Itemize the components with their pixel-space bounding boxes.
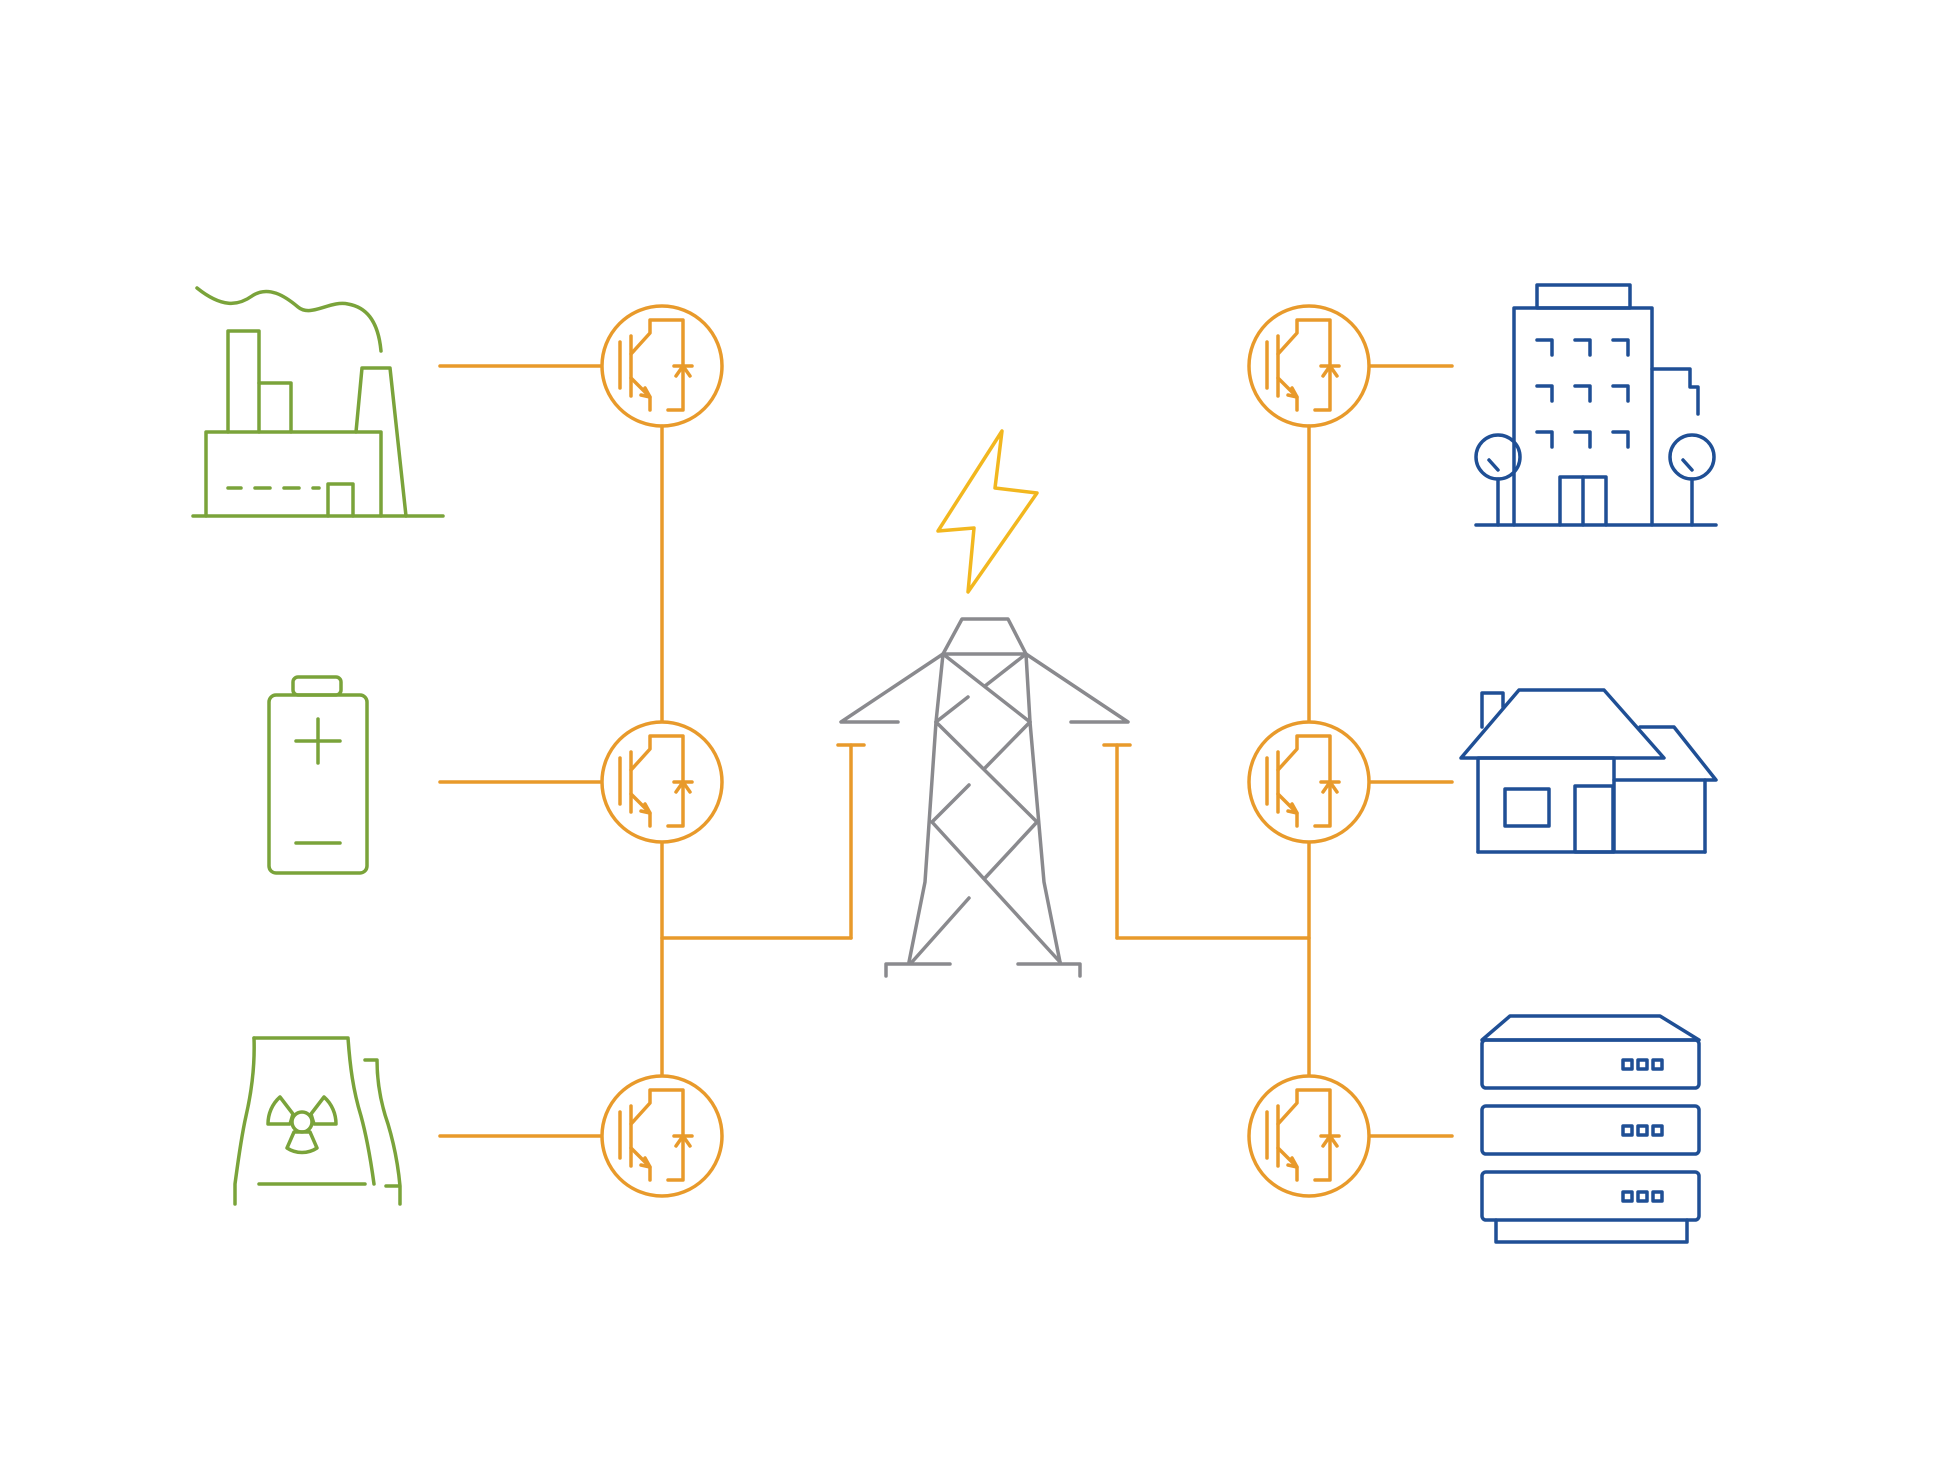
converters	[600, 304, 1371, 1198]
transmission-tower-icon	[839, 617, 1130, 978]
igbt-symbol-icon	[1247, 720, 1371, 844]
igbt-symbol-icon	[600, 1074, 724, 1198]
nuclear-plant-icon	[233, 1036, 402, 1206]
house-icon	[1459, 688, 1718, 854]
grid-wires	[438, 364, 1454, 1138]
battery-icon	[267, 675, 369, 875]
factory-icon	[191, 286, 445, 518]
igbt-symbol-icon	[1247, 304, 1371, 428]
lightning-bolt-icon	[936, 429, 1039, 594]
server-rack-icon	[1480, 1014, 1701, 1244]
igbt-symbol-icon	[600, 304, 724, 428]
igbt-symbol-icon	[1247, 1074, 1371, 1198]
office-building-icon	[1474, 283, 1718, 527]
igbt-symbol-icon	[600, 720, 724, 844]
